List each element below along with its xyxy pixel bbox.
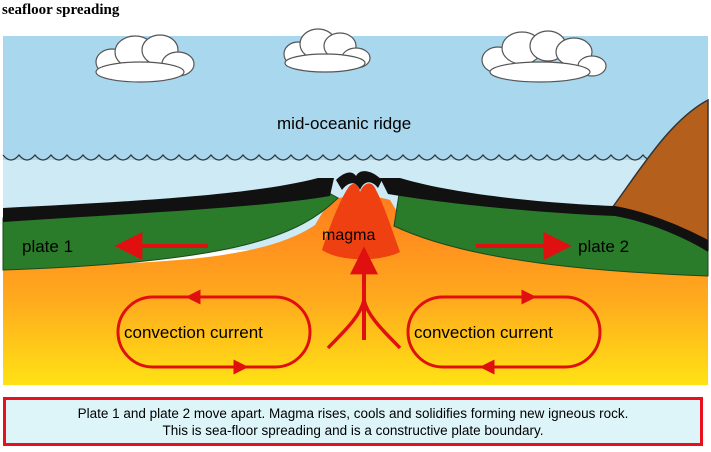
cloud-left bbox=[95, 34, 195, 83]
diagram-title: seafloor spreading bbox=[2, 2, 120, 18]
convection-left-label: convection current bbox=[124, 323, 263, 342]
plate-2-label: plate 2 bbox=[578, 237, 629, 256]
cloud-right bbox=[481, 30, 607, 83]
sea-surface bbox=[2, 153, 708, 161]
caption-line-2: This is sea-floor spreading and is a con… bbox=[162, 423, 544, 438]
ridge-crest bbox=[336, 171, 382, 190]
plate-1-label: plate 1 bbox=[22, 237, 73, 256]
seafloor-spreading-diagram: mid-oceanic ridge plate 1 plate 2 magma … bbox=[2, 28, 709, 385]
ocean-crust-left bbox=[3, 178, 334, 222]
ocean-crust-right bbox=[380, 178, 708, 252]
caption-box: Plate 1 and plate 2 move apart. Magma ri… bbox=[3, 397, 703, 446]
caption-line-1: Plate 1 and plate 2 move apart. Magma ri… bbox=[77, 406, 629, 421]
cloud-middle bbox=[283, 28, 371, 73]
mantle bbox=[3, 196, 708, 385]
convection-right-label: convection current bbox=[414, 323, 553, 342]
magma-split-left-arrow bbox=[326, 299, 366, 350]
ridge-label: mid-oceanic ridge bbox=[277, 114, 411, 133]
magma-label: magma bbox=[322, 227, 375, 244]
magma-split-right-arrow bbox=[362, 299, 402, 350]
magma-plume bbox=[322, 183, 400, 260]
